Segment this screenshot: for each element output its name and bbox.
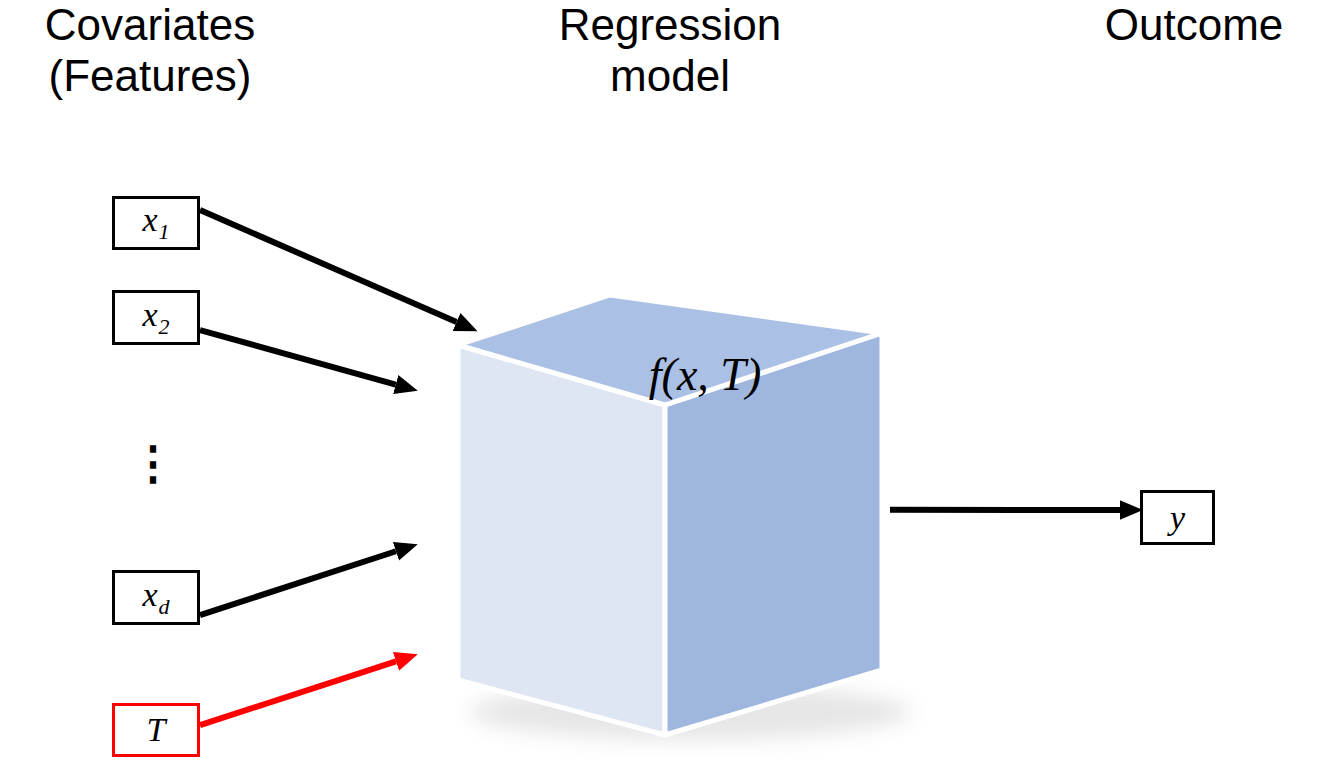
column-header: Covariates (Features) (0, 0, 300, 101)
cube-left-face (458, 345, 665, 735)
feature-box: x2 (112, 290, 200, 345)
model-formula: f(x, T) (649, 352, 761, 398)
arrow-connector (200, 551, 396, 615)
column-header: Outcome (1065, 0, 1323, 51)
regression-cube: f(x, T) (415, 330, 890, 735)
cube-top-face (458, 295, 882, 405)
arrow-connector (200, 210, 457, 322)
column-header: Regression model (520, 0, 820, 101)
feature-box: xd (112, 570, 200, 625)
arrow-connector (200, 330, 396, 384)
variable-name: xd (142, 578, 169, 618)
variable-name: x2 (142, 298, 169, 338)
treatment-box: T (112, 703, 200, 757)
variable-name: y (1170, 501, 1185, 535)
variable-name: x1 (142, 203, 169, 243)
variable-name: T (147, 713, 166, 747)
arrow-connector (890, 507, 1120, 513)
ellipsis-dots: ⋮ (130, 440, 170, 486)
outcome-box: y (1140, 490, 1215, 545)
arrow-connector (200, 661, 396, 725)
feature-box: x1 (112, 196, 200, 250)
